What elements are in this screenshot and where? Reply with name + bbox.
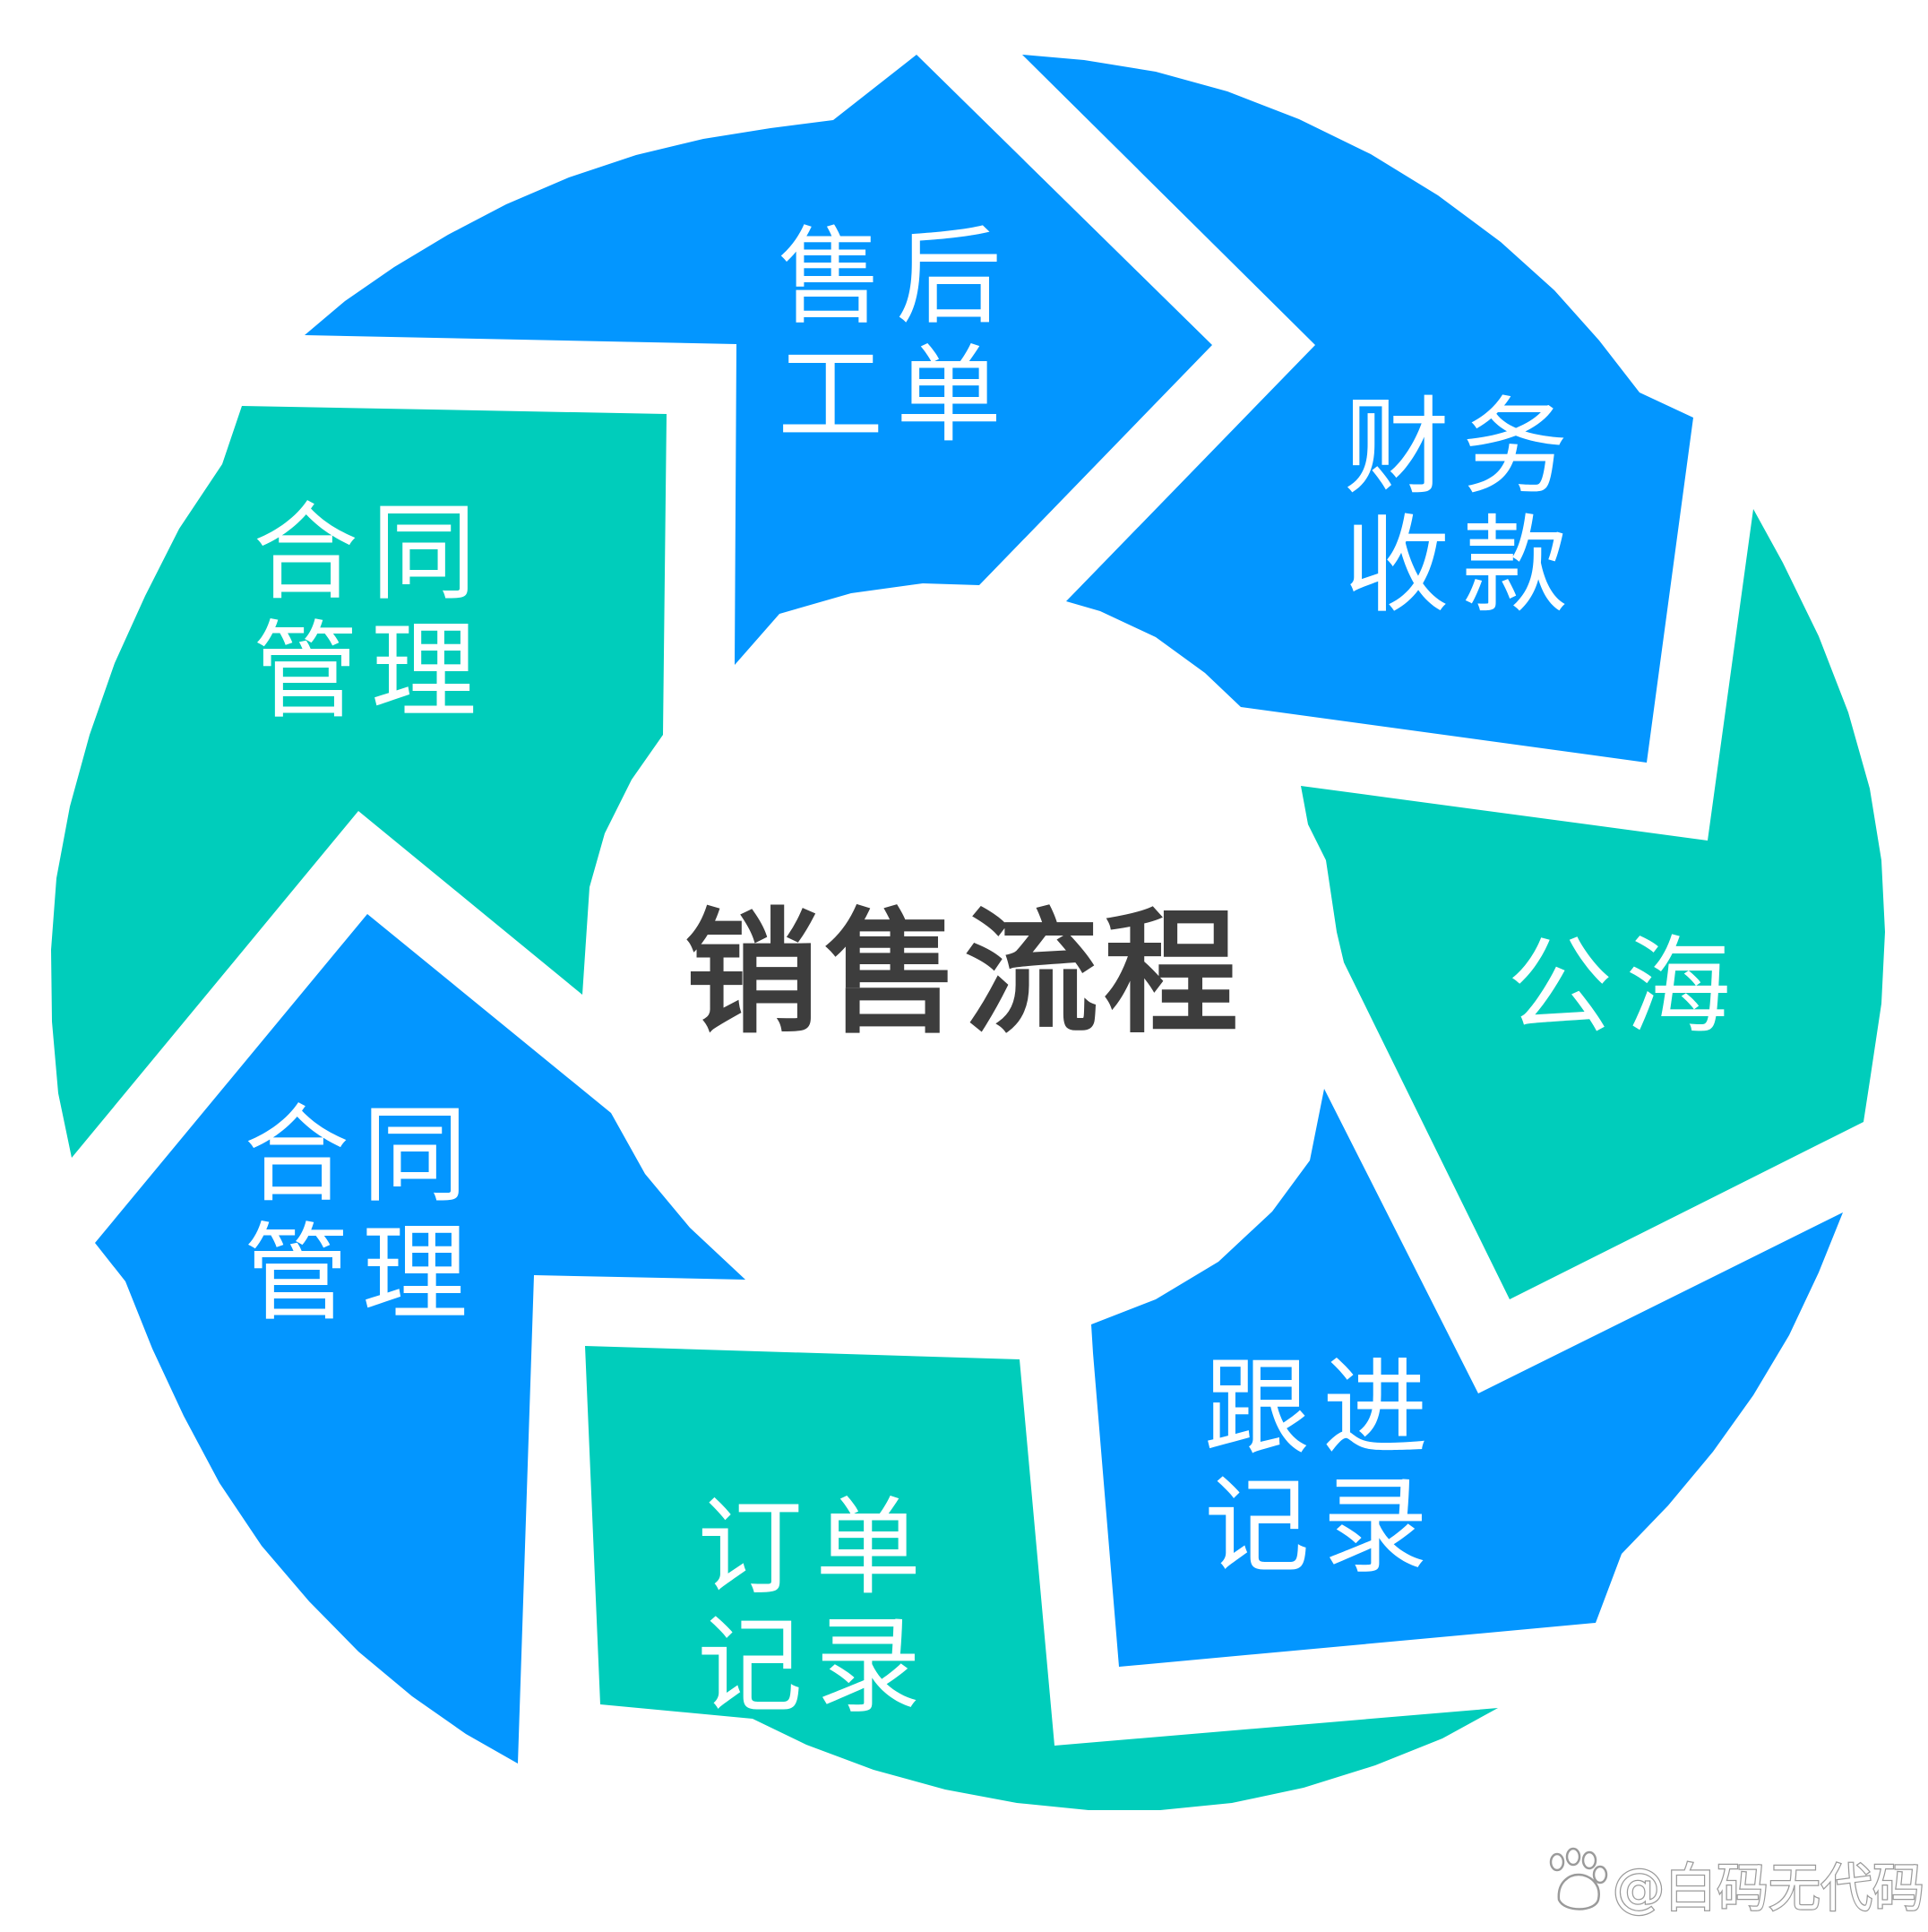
segment-gonghai-shape: [1301, 509, 1885, 1299]
segment-gonghai-label-line1: 公海: [1507, 925, 1743, 1048]
segment-dingdan-label-line2: 记录: [697, 1604, 934, 1728]
segment-genjin-shape: [1091, 1089, 1843, 1667]
segment-genjin-label-line1: 跟进: [1204, 1346, 1441, 1470]
segment-dingdan-label-line1: 订单: [697, 1486, 934, 1609]
segment-hetong-lower-label-line2: 管理: [244, 1212, 480, 1335]
segment-caiwu-label-line2: 收款: [1344, 504, 1580, 627]
segment-shouhou-shape: [305, 55, 1212, 665]
segment-hetong-upper-shape: [51, 406, 667, 1158]
segment-hetong-lower-shape: [95, 914, 745, 1764]
segment-caiwu-label-line1: 财务: [1344, 385, 1580, 509]
segment-shouhou-label-line2: 工单: [778, 333, 1014, 457]
segment-genjin-label-line2: 记录: [1204, 1464, 1441, 1588]
segment-dingdan-shape: [585, 1346, 1498, 1810]
baidu-paw-icon: [1549, 1847, 1608, 1910]
segment-hetong-upper-label-line1: 合同: [253, 491, 489, 615]
segment-hetong-upper-label-line2: 管理: [253, 609, 489, 733]
segment-hetong-lower-label-line1: 合同: [244, 1093, 480, 1217]
watermark-text: @白码无代码: [1613, 1858, 1924, 1919]
segment-shouhou-label-line1: 售后: [778, 215, 1014, 339]
watermark: @白码无代码: [1549, 1847, 1925, 1919]
segment-caiwu-shape: [1022, 55, 1693, 763]
center-title: 销售流程: [684, 896, 1244, 1052]
